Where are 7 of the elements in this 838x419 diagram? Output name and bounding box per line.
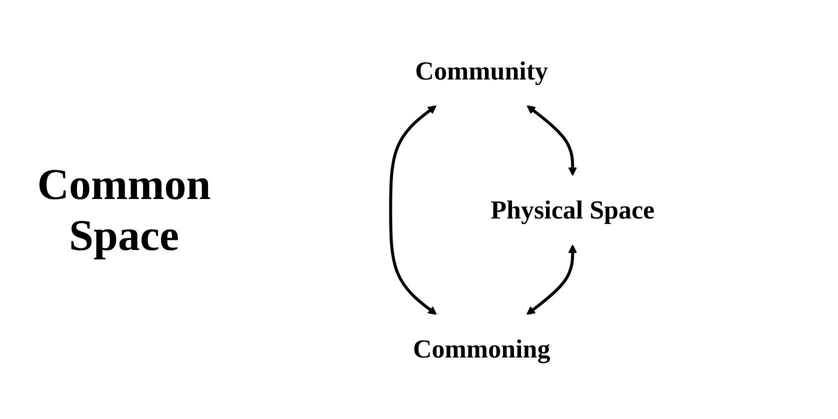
- arrow: [389, 104, 438, 314]
- node-text: Community: [415, 56, 548, 86]
- arrow: [526, 104, 578, 176]
- arrow: [526, 244, 578, 314]
- node-text: Commoning: [413, 334, 550, 363]
- node-text: Physical Space: [490, 195, 655, 224]
- center-label: Common Space: [36, 158, 212, 260]
